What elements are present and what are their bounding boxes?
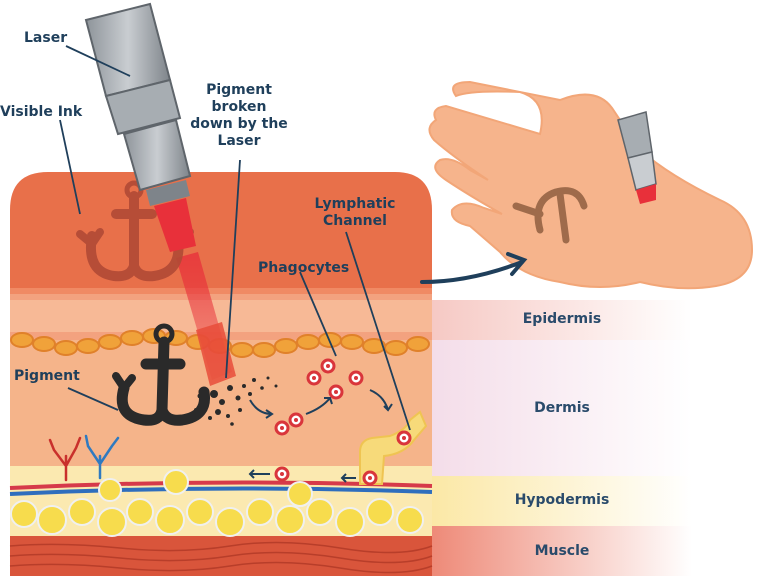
laser-device	[84, 2, 196, 252]
nerve-endings	[48, 434, 120, 482]
label-pigment: Pigment	[14, 368, 80, 384]
label-pigment-broken-line4: Laser	[217, 133, 261, 149]
label-visible-ink: Visible Ink	[0, 104, 83, 120]
fat-cells	[10, 469, 424, 537]
label-pigment-broken-line1: Pigment	[206, 82, 272, 98]
epidermis-band	[432, 300, 692, 340]
hand-illustration	[428, 80, 754, 290]
layer-bands	[432, 300, 692, 576]
flow-arrows	[248, 389, 393, 483]
muscle-band	[432, 526, 692, 576]
leader-lines	[59, 45, 411, 431]
pigment-anchor	[112, 323, 211, 426]
dermis-band	[432, 340, 692, 476]
layer-label-muscle: Muscle	[534, 543, 590, 559]
label-phagocytes: Phagocytes	[258, 260, 350, 276]
layer-label-dermis: Dermis	[534, 400, 590, 416]
label-laser: Laser	[24, 30, 68, 46]
label-lymphatic-line1: Lymphatic	[314, 196, 396, 212]
phagocytes	[274, 358, 412, 486]
label-lymphatic-channel: Lymphatic Channel	[300, 196, 410, 230]
label-pigment-broken-line3: down by the	[190, 116, 288, 132]
muscle-fibers	[9, 541, 433, 574]
label-lymphatic-line2: Channel	[323, 213, 387, 229]
layer-label-epidermis: Epidermis	[522, 311, 602, 327]
layer-label-hypodermis: Hypodermis	[514, 492, 610, 508]
transition-arrow	[420, 252, 528, 284]
label-pigment-broken: Pigment broken down by the Laser	[184, 82, 294, 150]
label-pigment-broken-line2: broken	[211, 99, 267, 115]
hypodermis-band	[432, 476, 692, 526]
